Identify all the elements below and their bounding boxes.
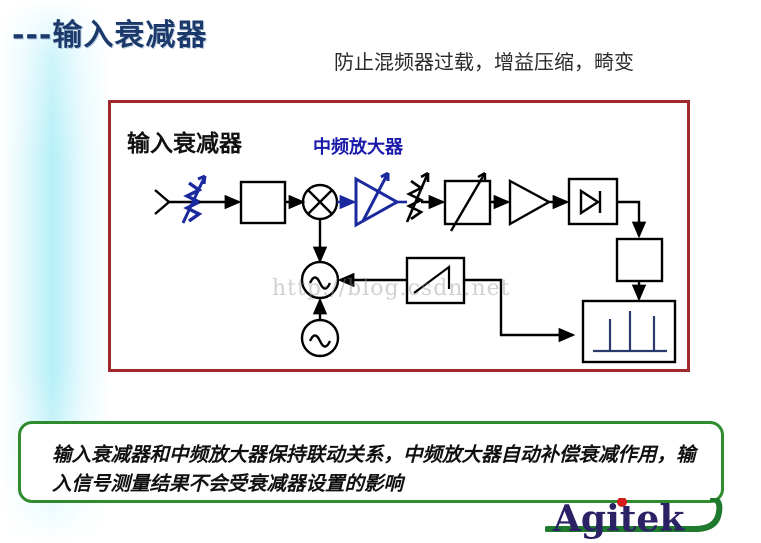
input-attenuator-label: 输入衰减器	[127, 131, 242, 157]
if-amplifier-icon	[354, 171, 401, 228]
local-oscillator-icon	[300, 219, 340, 300]
rf-filter-box	[239, 180, 287, 225]
logo-swoosh-icon	[545, 498, 723, 532]
display-box	[581, 299, 677, 364]
agitek-logo: Agitek	[545, 498, 745, 543]
log-amplifier-icon	[508, 178, 552, 227]
reference-oscillator-icon	[300, 297, 340, 358]
if-amplifier-label: 中频放大器	[313, 137, 403, 158]
input-attenuator-icon	[181, 174, 207, 224]
logo-wordmark: Agitek	[553, 498, 685, 540]
note-panel	[18, 421, 724, 503]
envelope-detector-box	[567, 177, 619, 226]
block-diagram-panel	[108, 100, 690, 372]
if-attenuator-icon	[397, 171, 430, 223]
mixer-icon	[301, 183, 339, 221]
block-diagram	[154, 171, 677, 364]
sweep-generator-box	[405, 256, 466, 305]
resolution-bandwidth-filter-box	[443, 171, 492, 232]
video-filter-box	[615, 237, 664, 283]
page-title: ---输入衰减器	[12, 18, 208, 53]
page-subtitle: 防止混频器过载，增益压缩，畸变	[334, 50, 634, 74]
display-trace	[593, 311, 667, 353]
note-text: 输入衰减器和中频放大器保持联动关系，中频放大器自动补偿衰减作用，输入信号测量结果…	[52, 443, 696, 495]
